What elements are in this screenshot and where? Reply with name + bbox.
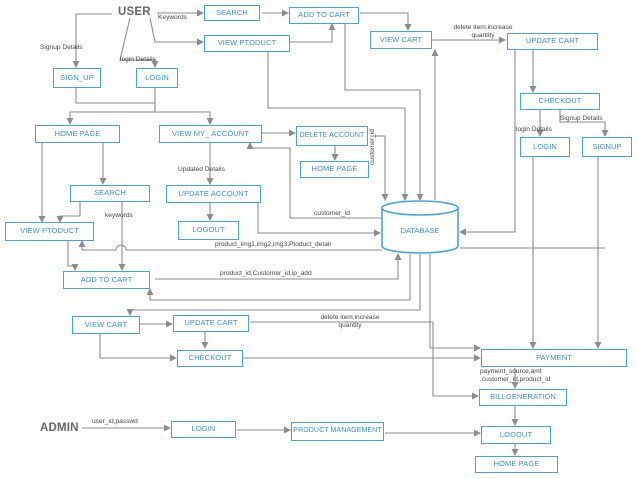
view-product-mid-node[interactable]: VIEW PTODUCT [5,222,94,241]
update-cart-top-node[interactable]: UPDATE CART [507,33,598,50]
edge-checkout-signup [559,110,609,137]
login-details-left-label: login Details [120,56,156,63]
edge-addcart-database [155,253,402,280]
search-mid-node[interactable]: SEARCH [70,185,150,202]
login-top-node[interactable]: LOGIN [136,68,178,88]
edge-user-viewproduct [149,17,204,46]
signup-right-node[interactable]: SIGNUP [582,137,632,157]
login-details-right-label: login Details [516,126,552,133]
edge-database-viewcart [126,254,421,316]
product-management-node[interactable]: PRODUCT MANAGEMENT [291,422,384,441]
edge-viewcart-checkout [99,334,177,362]
edge-update-database [257,195,381,237]
edge-db-payment [429,254,481,352]
database-label: DATABASE [400,226,440,235]
view-cart-top-node[interactable]: VIEW CART [370,31,432,49]
signup-details-right-label: Signup Details [560,115,603,122]
edge-database-addcart [146,254,411,301]
delete-item-mid-label: delete item,increase quantity [320,314,380,329]
edge-user-login [119,17,159,68]
checkout-top-node[interactable]: CHECKOUT [520,93,600,110]
sign-up-node[interactable]: SIGN_UP [53,68,101,88]
home-page-small-node[interactable]: HOME PAGE [300,161,369,178]
home-page-bottom-node[interactable]: HOME PAGE [475,456,558,473]
update-cart-mid-node[interactable]: UPDATE CART [173,315,249,332]
payment-details-label: payment_source,amt ,customer_id,product_… [480,368,551,383]
edge-join-account [155,111,214,125]
admin-actor: ADMIN [40,422,79,434]
edge-database-account [246,142,385,219]
edge-join-home [66,111,155,125]
logout-bottom-node[interactable]: LOGOUT [481,426,551,444]
edge-updatecart-database [459,50,516,236]
checkout-mid-node[interactable]: CHECKOUT [177,350,243,367]
keywords-mid-label: keywords [105,212,133,219]
database-cylinder [381,200,459,254]
edge-search-viewproduct [56,202,81,223]
signup-details-label: Signup Details [40,44,83,51]
edge-viewproduct-addcart [67,241,79,271]
view-cart-mid-node[interactable]: VIEW CART [72,316,140,334]
edge-viewproduct-addcart [290,23,336,43]
edge-payment-bill [432,322,479,400]
customer-id-label: customer_id [314,210,350,217]
edge-addcart-viewcart [360,12,412,31]
edge-viewproduct-database [267,52,409,201]
edge-signup-join [75,88,155,104]
add-to-cart-top-node[interactable]: ADD TO CART [289,7,359,24]
product-img-label: product_img1,img2,img3,Ptoduct_detail [215,241,331,248]
add-to-cart-mid-node[interactable]: ADD TO CART [63,271,150,289]
updated-details-label: Updated Details [178,166,225,173]
home-page-node[interactable]: HOME PAGE [35,125,120,143]
bill-generation-node[interactable]: BILLGENERATION [479,389,567,406]
view-my-account-node[interactable]: VIEW MY_ ACCOUNT [159,125,262,143]
edge-delete-database [370,135,389,201]
search-top-node[interactable]: SEARCH [204,5,260,21]
payment-node[interactable]: PAYMENT [481,349,627,367]
user-actor: USER [118,6,151,18]
product-id-customer-label: product_id,Customer_id,ip_add [220,270,312,277]
logout-mid-node[interactable]: LOGOUT [178,221,239,240]
update-account-node[interactable]: UPDATE ACCOUNT [166,185,261,203]
edge-addcart-database-top [344,24,424,201]
user-id-passwd-label: user_id,passwd [92,418,138,425]
login-right-node[interactable]: LOGIN [520,137,570,157]
view-product-top-node[interactable]: VIEW PTODUCT [204,35,290,52]
delete-item-top-label: delete item,increase quantity [453,24,513,39]
customer-id-vertical-label: customer_id [369,129,376,165]
login-admin-node[interactable]: LOGIN [171,421,236,438]
keywords-top-label: Keywords [158,14,187,21]
delete-account-node[interactable]: DELETE ACCOUNT [296,126,368,146]
edge-user-signup [72,13,112,68]
edge-database-viewproduct [78,240,382,251]
